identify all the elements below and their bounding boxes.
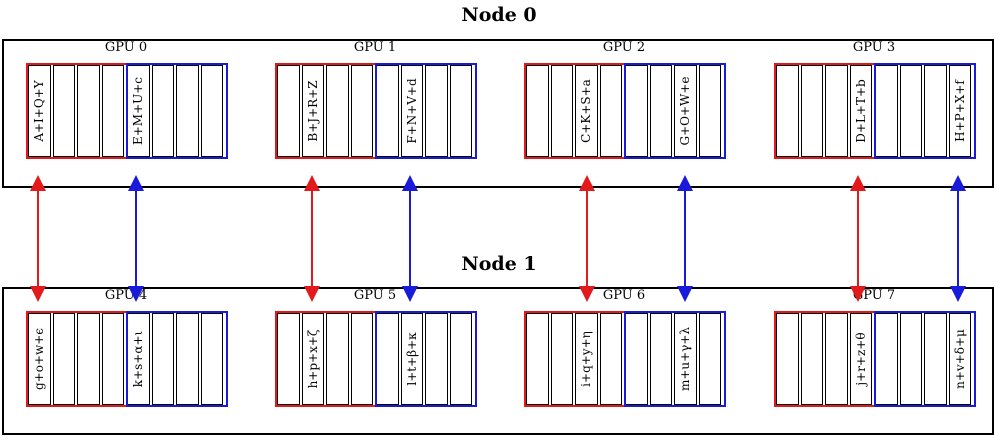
gpu-4-red-group: [26, 311, 128, 407]
gpu-label-5: GPU 5: [353, 288, 397, 303]
gpu-6-red-group: [524, 311, 626, 407]
gpu-6-cell-0: [526, 313, 549, 405]
gpu-3-cell-0: [776, 65, 799, 157]
gpu-3-cell-5: [899, 65, 922, 157]
gpu-4-blue-group: [126, 311, 228, 407]
gpu-4-cell-5: [151, 313, 174, 405]
gpu-2-cell-6: G+O+W+e: [674, 65, 697, 157]
gpu-5-blue-group: [375, 311, 477, 407]
gpu-6-cell-2: i+q+y+η: [575, 313, 598, 405]
gpu-1-cell-1: B+J+R+Z: [301, 65, 324, 157]
gpu-0-cell-5: [151, 65, 174, 157]
gpu-6-cell-6: m+u+γ+λ: [674, 313, 697, 405]
gpu-0-cell-0: A+I+Q+Y: [28, 65, 51, 157]
gpu-5-cell-5: l+t+β+κ: [400, 313, 423, 405]
node-1-box: [2, 287, 994, 435]
gpu-7-cell-1: [800, 313, 823, 405]
gpu-label-3: GPU 3: [852, 40, 896, 55]
gpu-4-cell-0: g+o+w+ϵ: [28, 313, 51, 405]
gpu-label-2: GPU 2: [602, 40, 646, 55]
gpu-5-cell-1: h+p+x+ζ: [301, 313, 324, 405]
gpu-4-cell-7: [200, 313, 223, 405]
gpu-0-red-group: [26, 63, 128, 159]
gpu-4-cell-1: [52, 313, 75, 405]
node-1-title: Node 1: [461, 253, 537, 275]
gpu-7-cell-6: [924, 313, 947, 405]
gpu-3-red-group: [774, 63, 876, 159]
gpu-5-cell-0: [277, 313, 300, 405]
gpu-6-cell-7: [698, 313, 721, 405]
gpu-2-blue-group: [624, 63, 726, 159]
gpu-3-cell-3: D+L+T+b: [849, 65, 872, 157]
gpu-1-cell-0: [277, 65, 300, 157]
gpu-0-cell-1: [52, 65, 75, 157]
gpu-label-1: GPU 1: [353, 40, 397, 55]
gpu-1-cell-2: [326, 65, 349, 157]
gpu-2-cell-7: [698, 65, 721, 157]
gpu-0-cell-7: [200, 65, 223, 157]
gpu-1-cell-3: [350, 65, 373, 157]
gpu-7-cell-7: n+v+δ+μ: [948, 313, 971, 405]
gpu-3-cell-7: H+P+X+f: [948, 65, 971, 157]
gpu-2-cell-1: [550, 65, 573, 157]
gpu-7-red-group: [774, 311, 876, 407]
gpu-7-cell-0: [776, 313, 799, 405]
gpu-0-cell-6: [176, 65, 199, 157]
gpu-label-0: GPU 0: [104, 40, 148, 55]
gpu-0-cell-3: [101, 65, 124, 157]
gpu-label-6: GPU 6: [602, 288, 646, 303]
gpu-label-7: GPU 7: [852, 288, 896, 303]
gpu-3-cell-2: [825, 65, 848, 157]
gpu-2-cell-3: [599, 65, 622, 157]
gpu-1-cell-6: [425, 65, 448, 157]
gpu-1-cell-7: [449, 65, 472, 157]
gpu-7-cell-3: j+r+z+θ: [849, 313, 872, 405]
gpu-6-cell-5: [649, 313, 672, 405]
gpu-5-cell-3: [350, 313, 373, 405]
gpu-0-cell-2: [77, 65, 100, 157]
gpu-4-cell-6: [176, 313, 199, 405]
gpu-label-4: GPU 4: [104, 288, 148, 303]
gpu-5-cell-6: [425, 313, 448, 405]
gpu-1-red-group: [275, 63, 377, 159]
gpu-2-cell-2: C+K+S+a: [575, 65, 598, 157]
gpu-0-blue-group: [126, 63, 228, 159]
gpu-6-blue-group: [624, 311, 726, 407]
gpu-5-cell-2: [326, 313, 349, 405]
node-0-box: [2, 39, 994, 188]
gpu-1-blue-group: [375, 63, 477, 159]
gpu-5-cell-7: [449, 313, 472, 405]
gpu-7-cell-2: [825, 313, 848, 405]
gpu-3-blue-group: [874, 63, 976, 159]
gpu-5-red-group: [275, 311, 377, 407]
gpu-1-cell-5: F+N+V+d: [400, 65, 423, 157]
gpu-3-cell-1: [800, 65, 823, 157]
gpu-7-cell-5: [899, 313, 922, 405]
gpu-6-cell-1: [550, 313, 573, 405]
gpu-2-red-group: [524, 63, 626, 159]
gpu-4-cell-3: [101, 313, 124, 405]
gpu-4-cell-2: [77, 313, 100, 405]
gpu-2-cell-0: [526, 65, 549, 157]
node-0-title: Node 0: [461, 4, 537, 26]
gpu-3-cell-6: [924, 65, 947, 157]
gpu-6-cell-3: [599, 313, 622, 405]
gpu-2-cell-5: [649, 65, 672, 157]
gpu-7-blue-group: [874, 311, 976, 407]
